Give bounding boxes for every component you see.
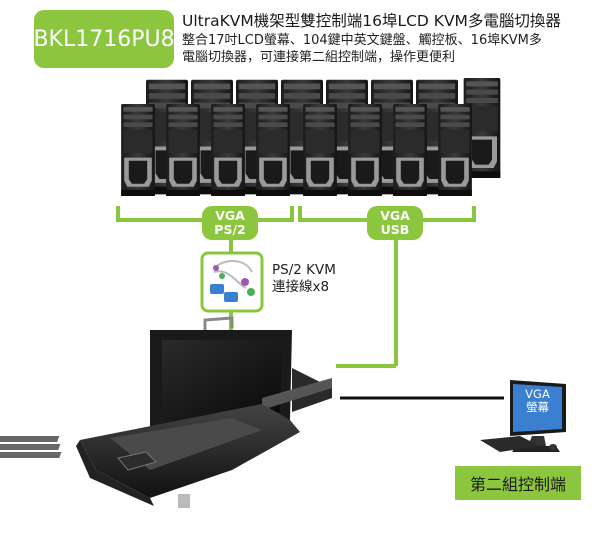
monitor-text-line2: 螢幕 (526, 400, 549, 414)
vga-usb-label: VGA USB (367, 206, 423, 240)
vga-ps2-label: VGA PS/2 (202, 206, 258, 240)
kvm-cable-box (200, 251, 264, 313)
cable-description: PS/2 KVM 連接線x8 (272, 262, 336, 296)
description-line-1: 整合17吋LCD螢幕、104鍵中英文鍵盤、觸控板、16埠KVM多 (182, 33, 542, 48)
description-line-2: 電腦切換器，可連接第二組控制端，操作更便利 (182, 50, 456, 65)
remote-monitor (480, 380, 566, 452)
monitor-text-line1: VGA (525, 387, 550, 401)
vga-ps2-label-line2: PS/2 (214, 222, 246, 237)
vga-usb-label-line2: USB (380, 222, 410, 237)
monitor-screen-text: VGA 螢幕 (513, 388, 562, 414)
vga-usb-label-line1: VGA (380, 208, 410, 223)
second-console-label: 第二組控制端 (455, 466, 581, 500)
model-name: BKL1716PU8 (33, 26, 175, 52)
product-title: UltraKVM機架型雙控制端16埠LCD KVM多電腦切換器 (182, 12, 561, 30)
second-console-text: 第二組控制端 (469, 475, 566, 494)
cable-name: PS/2 KVM (272, 262, 336, 278)
cable-quantity: 連接線x8 (272, 279, 330, 295)
lcd-kvm-console (0, 316, 332, 508)
model-badge: BKL1716PU8 (33, 10, 175, 68)
vga-ps2-label-line1: VGA (215, 208, 245, 223)
product-description: 整合17吋LCD螢幕、104鍵中英文鍵盤、觸控板、16埠KVM多 電腦切換器，可… (182, 32, 592, 66)
